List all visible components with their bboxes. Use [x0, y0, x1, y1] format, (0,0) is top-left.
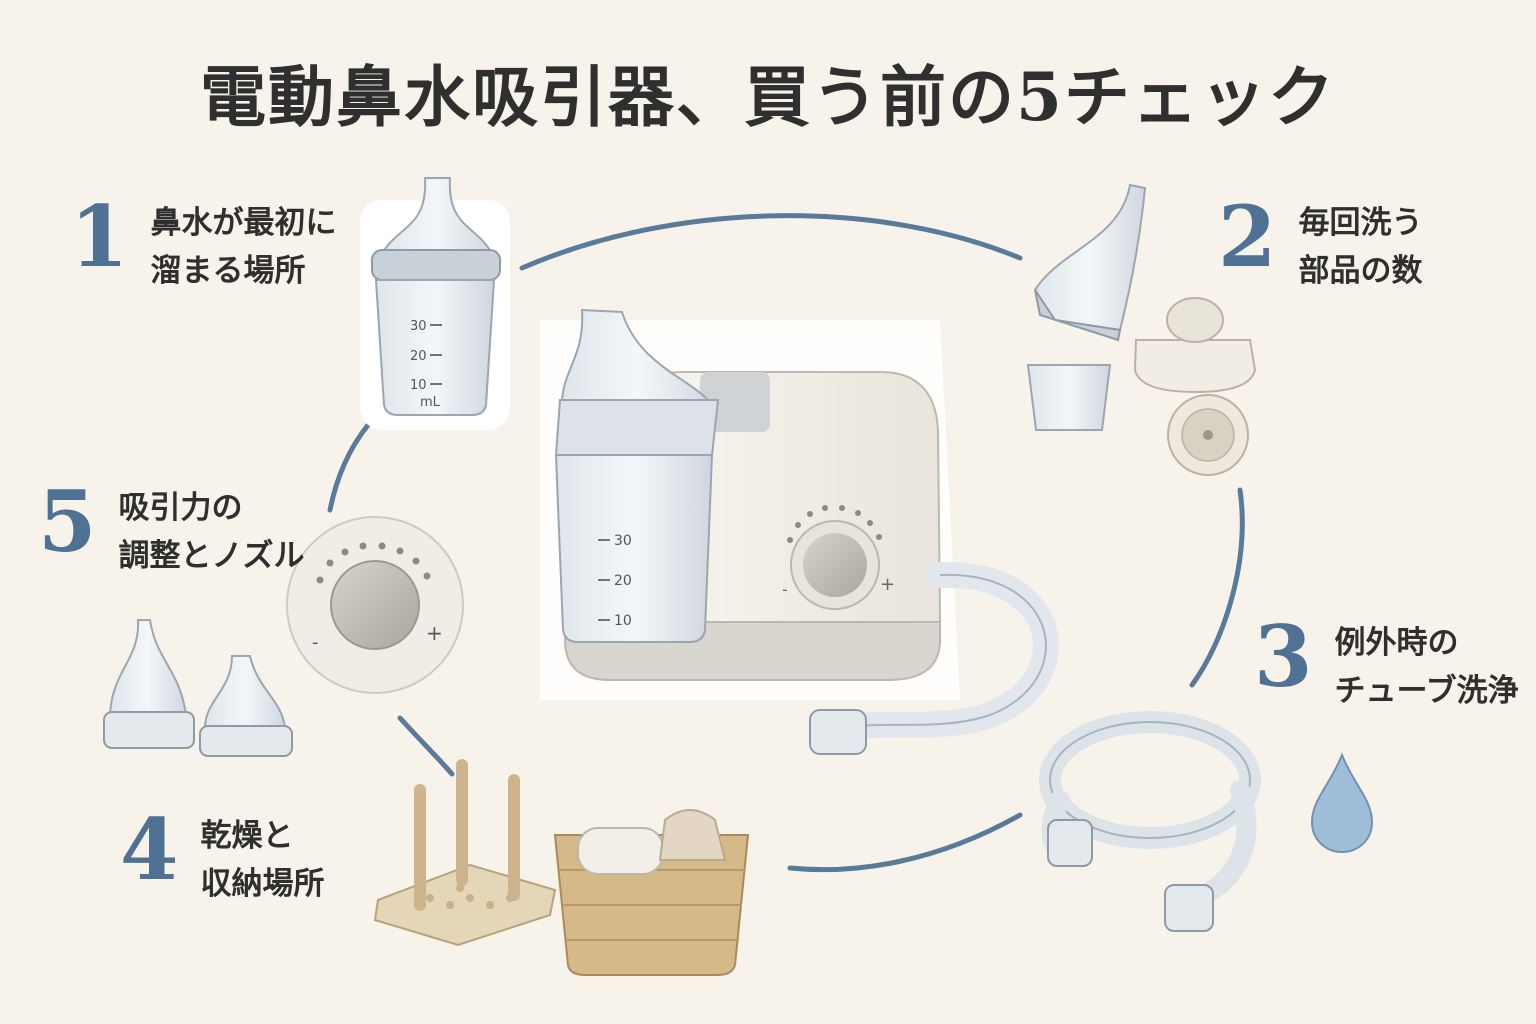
tube-illustration: [1039, 711, 1261, 932]
machine-dial-minus: -: [782, 580, 788, 599]
machine-dial-plus: +: [880, 574, 895, 595]
aspirator-machine-illustration: 30 20 10 - +: [540, 308, 1059, 755]
check-item-4: 4 乾燥と 収納場所: [120, 808, 324, 908]
check-label-2: 毎回洗う 部品の数: [1298, 195, 1422, 295]
check-label-2-line1: 毎回洗う: [1298, 205, 1423, 241]
cup-scale-30: 30: [410, 319, 427, 334]
check-label-1-line1: 鼻水が最初に: [150, 205, 337, 241]
dial-plus-label: +: [426, 621, 443, 645]
suction-dial-illustration: - +: [286, 516, 464, 694]
check-label-3: 例外時の チューブ洗浄: [1334, 615, 1518, 715]
cup-scale-10: 10: [410, 378, 427, 393]
machine-scale-30: 30: [614, 533, 632, 549]
storage-basket-illustration: [553, 809, 750, 976]
check-item-5: 5 吸引力の 調整とノズル: [38, 480, 304, 580]
dial-minus-label: -: [312, 632, 319, 653]
check-label-4-line2: 収納場所: [200, 866, 325, 903]
check-number-2: 2: [1218, 187, 1277, 286]
check-number-3: 3: [1254, 607, 1313, 706]
machine-scale-10: 10: [614, 613, 632, 629]
check-item-3: 3 例外時の チューブ洗浄: [1254, 615, 1519, 715]
cup-scale-unit: mL: [420, 395, 441, 410]
check-label-1-line2: 溜まる場所: [150, 253, 306, 290]
check-label-3-line1: 例外時の: [1334, 625, 1459, 661]
collection-cup-illustration: 30 20 10 mL: [360, 177, 510, 430]
nozzle-tips-illustration: [103, 619, 293, 757]
check-label-4-line1: 乾燥と: [200, 818, 294, 854]
drying-rack-illustration: [373, 759, 557, 947]
check-number-4: 4: [120, 800, 179, 899]
machine-scale-20: 20: [614, 573, 632, 589]
page-title: 電動鼻水吸引器、買う前の5チェック: [200, 58, 1336, 136]
check-label-4: 乾燥と 収納場所: [200, 808, 324, 908]
check-label-5-line1: 吸引力の: [118, 490, 243, 526]
check-item-1: 1 鼻水が最初に 溜まる場所: [70, 195, 336, 295]
washable-parts-illustration: [1026, 183, 1257, 476]
cup-scale-20: 20: [410, 349, 427, 364]
check-number-5: 5: [38, 472, 97, 571]
check-item-2: 2 毎回洗う 部品の数: [1218, 195, 1422, 295]
check-label-5-line2: 調整とノズル: [118, 538, 305, 575]
check-number-1: 1: [70, 187, 129, 286]
check-label-2-line2: 部品の数: [1298, 253, 1423, 290]
check-label-3-line2: チューブ洗浄: [1334, 673, 1519, 710]
water-drop-icon: [1310, 752, 1374, 854]
connector-ring: [327, 213, 1245, 873]
check-label-5: 吸引力の 調整とノズル: [118, 480, 304, 580]
check-label-1: 鼻水が最初に 溜まる場所: [150, 195, 336, 295]
